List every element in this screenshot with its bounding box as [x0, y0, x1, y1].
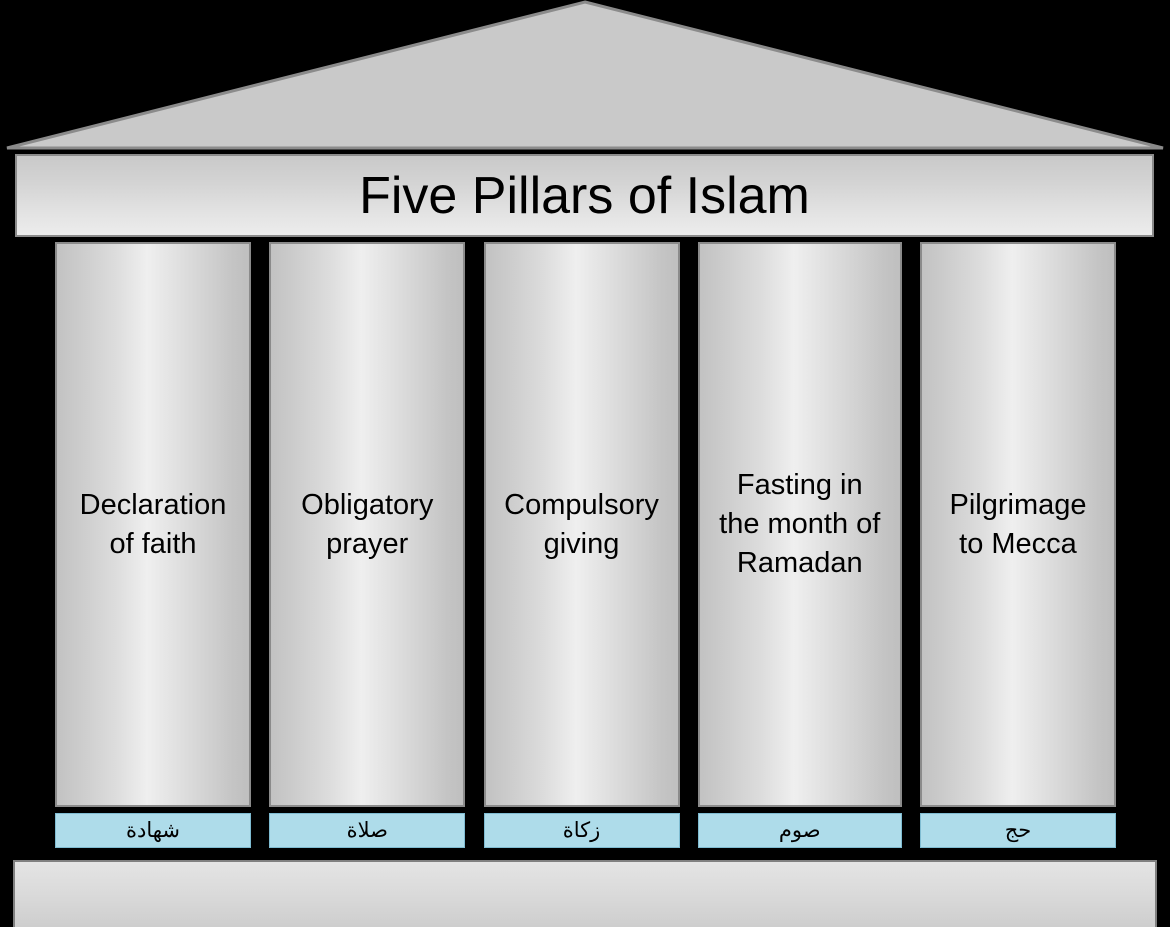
pillar-salah[interactable]: Obligatory prayer — [269, 242, 466, 807]
arabic-label-shahada: شهادة — [125, 819, 181, 842]
arabic-plate-salah[interactable]: صلاة — [269, 813, 466, 848]
page-title: Five Pillars of Islam — [359, 166, 810, 225]
base-platform — [13, 860, 1157, 927]
pillar-label-sawm: Fasting in the month of Ramadan — [719, 469, 881, 579]
pillar-zakat[interactable]: Compulsory giving — [483, 242, 680, 807]
arabic-plate-group: شهادة صلاة زكاة صوم حج — [55, 813, 1116, 848]
pediment-polygon — [6, 0, 1164, 150]
arabic-plate-sawm[interactable]: صوم — [697, 813, 902, 848]
title-banner: Five Pillars of Islam — [15, 154, 1154, 237]
pediment-triangle-shape — [6, 0, 1164, 150]
pillar-label-salah: Obligatory prayer — [301, 488, 434, 560]
arabic-label-sawm: صوم — [778, 819, 821, 842]
pediment-roof — [0, 0, 1170, 152]
pillar-label-shahada: Declaration of faith — [79, 488, 227, 560]
pillar-sawm[interactable]: Fasting in the month of Ramadan — [697, 242, 902, 807]
arabic-label-hajj: حج — [1004, 819, 1032, 842]
pillar-hajj[interactable]: Pilgrimage to Mecca — [920, 242, 1116, 807]
pillar-label-zakat: Compulsory giving — [504, 488, 659, 560]
arabic-label-salah: صلاة — [346, 819, 388, 842]
arabic-label-zakat: زكاة — [562, 819, 601, 842]
arabic-plate-shahada[interactable]: شهادة — [55, 813, 251, 848]
arabic-plate-zakat[interactable]: زكاة — [483, 813, 680, 848]
pillar-group: Declaration of faith Obligatory prayer C… — [55, 242, 1116, 807]
pillar-label-hajj: Pilgrimage to Mecca — [949, 488, 1087, 560]
arabic-plate-hajj[interactable]: حج — [920, 813, 1116, 848]
pillar-shahada[interactable]: Declaration of faith — [55, 242, 251, 807]
